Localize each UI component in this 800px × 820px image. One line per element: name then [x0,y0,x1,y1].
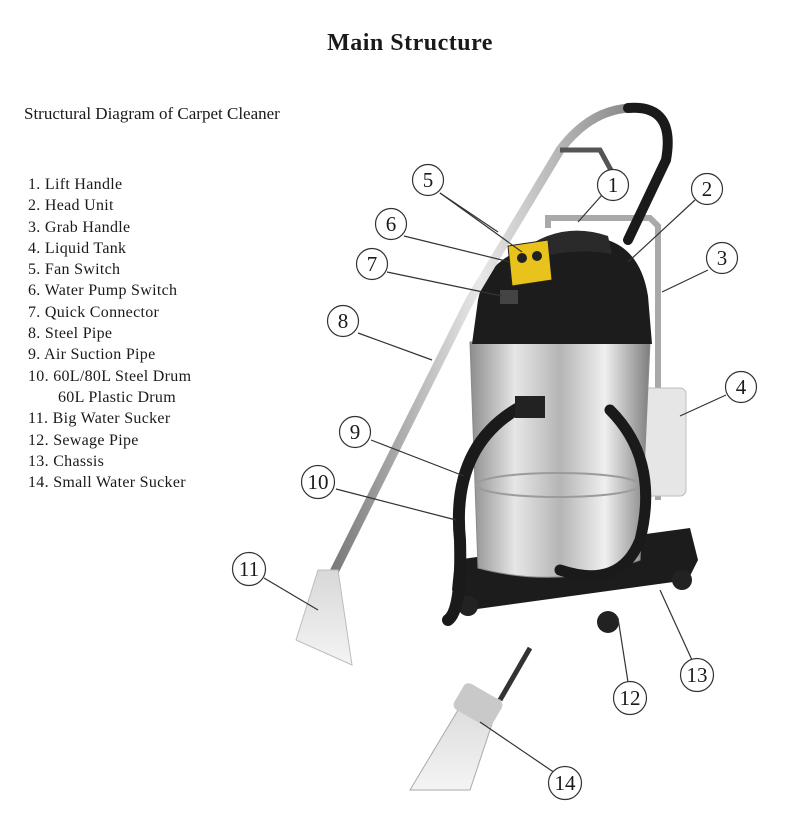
callout-12: 12 [612,680,648,716]
callout-11: 11 [231,551,267,587]
svg-text:13: 13 [687,663,708,687]
part-item: 8. Steel Pipe [28,325,113,343]
callout-9: 9 [338,415,372,449]
callout-6: 6 [374,207,408,241]
lift-handle [560,147,615,174]
svg-text:2: 2 [702,177,713,201]
part-item: 11. Big Water Sucker [28,410,171,428]
svg-text:10: 10 [308,470,329,494]
big-water-sucker [295,569,353,666]
part-item: 5. Fan Switch [28,261,121,279]
callout-14: 14 [547,765,583,801]
part-item: 2. Head Unit [28,197,114,215]
small-sucker-barrel [453,683,503,727]
pump-switch-icon [532,251,542,261]
parts-list: 1. Lift Handle 2. Head Unit 3. Grab Hand… [28,174,191,493]
part-item: 12. Sewage Pipe [28,431,139,449]
svg-text:5: 5 [423,168,434,192]
callout-5: 5 [411,163,445,197]
part-item: 3. Grab Handle [28,218,131,236]
wheel [672,570,692,590]
part-item: 13. Chassis [28,452,105,470]
control-panel [507,239,553,287]
grab-handle [545,215,661,500]
quick-connector [500,290,518,304]
svg-text:6: 6 [386,212,397,236]
svg-text:3: 3 [717,246,728,270]
fan-switch-icon [517,253,527,263]
sewage-pipe [554,404,652,582]
callout-2: 2 [690,172,724,206]
part-item: 6. Water Pump Switch [28,282,178,300]
callout-8: 8 [326,304,360,338]
part-item: 7. Quick Connector [28,303,160,321]
diagram-subtitle: Structural Diagram of Carpet Cleaner [24,104,280,123]
hose-inlet [515,396,545,418]
callout-10: 10 [300,464,336,500]
part-item: 10. 60L/80L Steel Drum [28,367,192,385]
part-item: 9. Air Suction Pipe [28,346,156,364]
small-hose [497,646,533,702]
callout-7: 7 [355,247,389,281]
svg-text:8: 8 [338,309,349,333]
wheel [458,596,478,616]
callout-3: 3 [705,241,739,275]
svg-text:11: 11 [239,557,259,581]
svg-text:4: 4 [736,375,747,399]
svg-text:14: 14 [555,771,577,795]
callout-1: 1 [596,168,630,202]
svg-text:12: 12 [620,686,641,710]
part-item: 60L Plastic Drum [58,388,176,406]
svg-text:7: 7 [367,252,378,276]
svg-text:1: 1 [608,173,619,197]
callout-13: 13 [679,657,715,693]
wheel [597,611,619,633]
hose-top [623,102,673,245]
page-title: Main Structure [327,30,493,56]
part-item: 4. Liquid Tank [28,239,127,257]
part-item: 1. Lift Handle [28,176,123,193]
leader-lines [263,192,727,774]
air-suction-pipe [442,396,536,626]
part-item: 14. Small Water Sucker [28,474,186,492]
callout-4: 4 [724,370,758,404]
svg-text:9: 9 [350,420,361,444]
steel-drum [469,341,651,578]
